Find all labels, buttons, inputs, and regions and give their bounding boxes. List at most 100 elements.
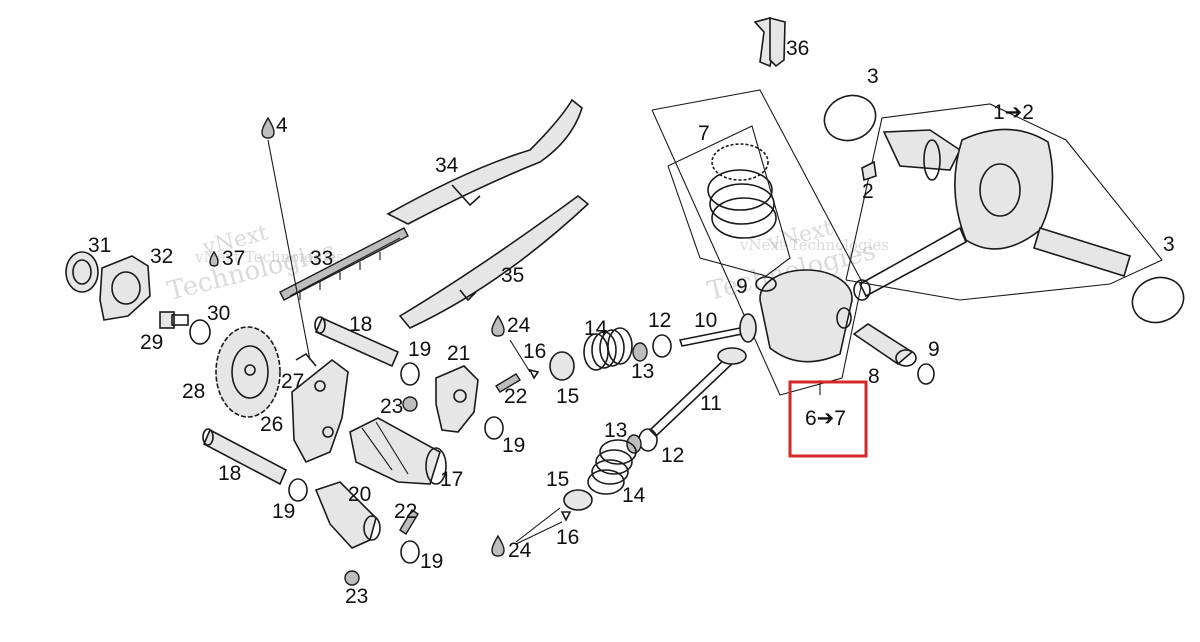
callout-label: 1➔2 [993,101,1034,124]
callout-label: 32 [150,245,173,268]
adjusting-screw-part [495,373,521,393]
callout-label: 26 [260,413,283,436]
shim-part [1131,276,1185,324]
callout-label: 30 [207,302,230,325]
callout-label: 18 [218,462,241,485]
callout-label: 7 [698,122,710,145]
rocker-arm-upper-part [435,365,479,433]
woodruff-key-part [861,160,877,182]
valve-collet-part [528,368,540,380]
camshaft-sprocket-part [215,326,281,418]
callout-label: 12 [648,309,671,332]
callout-label: 35 [501,264,524,287]
bearing-part [65,251,99,293]
watermark-text: vNext Technologies [194,248,344,266]
callout-label: 9 [928,338,940,361]
leader-line [515,521,563,545]
bearing-holder-part [99,255,151,321]
callout-label: 8 [868,365,880,388]
callout-label: 11 [700,392,722,415]
crankshaft-group-outline [845,103,1163,301]
callout-label: 19 [502,434,525,457]
callout-label: 9 [736,275,748,298]
callout-label: 28 [182,380,205,403]
oil-drop-icon [491,534,505,557]
callout-label: 15 [546,468,569,491]
valve-spring-part [587,439,637,495]
nut-part [344,570,360,586]
callout-label: 3 [867,65,879,88]
rocker-arm-lower-part [314,481,381,549]
callout-label: 16 [556,526,579,549]
callout-label: 19 [420,550,443,573]
callout-label: 24 [507,314,531,337]
callout-label: 31 [88,234,111,257]
callout-label: 13 [631,360,654,383]
piston-pin-part [852,323,917,367]
timing-chain-part [279,227,409,301]
oil-drop-icon [491,314,505,337]
callout-label: 23 [380,395,403,418]
callout-label: 16 [523,340,546,363]
piston-ring-group-outline [667,125,791,277]
nut-part [402,396,418,412]
callout-label: 27 [281,370,304,393]
washer-part [288,478,308,502]
circlip-part [755,276,777,292]
valve-part [678,313,757,347]
crankshaft-part [853,128,1131,301]
washer-part [400,362,420,386]
valve-spring-part [583,327,633,371]
leader-line [267,139,311,361]
callout-label: 4 [276,114,288,137]
spring-seat-part [652,334,672,358]
oil-drop-icon [261,116,275,139]
callout-label: 20 [348,483,371,506]
callout-label: 24 [508,539,532,562]
bearing-shell-part [753,16,786,68]
adjusting-screw-part [399,509,419,535]
callout-label: 13 [604,419,627,442]
camshaft-part [349,417,447,485]
spring-seat-part [638,428,658,452]
cam-plate-part [291,358,349,464]
tensioner-rail-part [398,194,590,329]
callout-label: 21 [447,342,470,365]
shim-part [823,94,877,142]
callout-label: 19 [408,338,431,361]
callout-label: 15 [556,385,579,408]
spring-retainer-part [563,489,593,511]
piston-group-outline [651,89,863,396]
callout-label: 22 [504,385,527,408]
rocker-shaft-upper-part [314,316,400,368]
callout-label: 18 [349,313,372,336]
screw-part [295,352,317,367]
valve-collet-part [560,511,572,522]
bolt-part [159,311,189,329]
callout-label: 23 [345,585,368,608]
callout-label: 14 [584,317,608,340]
callout-label: 19 [272,500,295,523]
valve-seal-part [632,342,648,362]
valve-part [648,347,747,438]
highlight-box [788,380,868,458]
oil-drop-icon [209,250,219,267]
rocker-shaft-lower-part [202,428,288,486]
chain-guide-part [386,98,583,225]
circlip-part [917,363,935,385]
callout-label: 33 [310,247,333,270]
callout-label: 37 [222,247,245,270]
callout-label: 6➔7 [805,407,846,430]
callout-label: 36 [786,37,809,60]
callout-label: 34 [435,154,459,177]
callout-label: 2 [862,180,874,203]
washer-part [400,540,420,564]
washer-part [189,319,211,345]
callout-label: 22 [394,500,417,523]
leader-line [515,507,561,543]
callout-label: 10 [694,309,717,332]
callout-label: 12 [661,444,684,467]
callout-label: 29 [140,331,163,354]
piston-ring-set-part [707,143,777,239]
